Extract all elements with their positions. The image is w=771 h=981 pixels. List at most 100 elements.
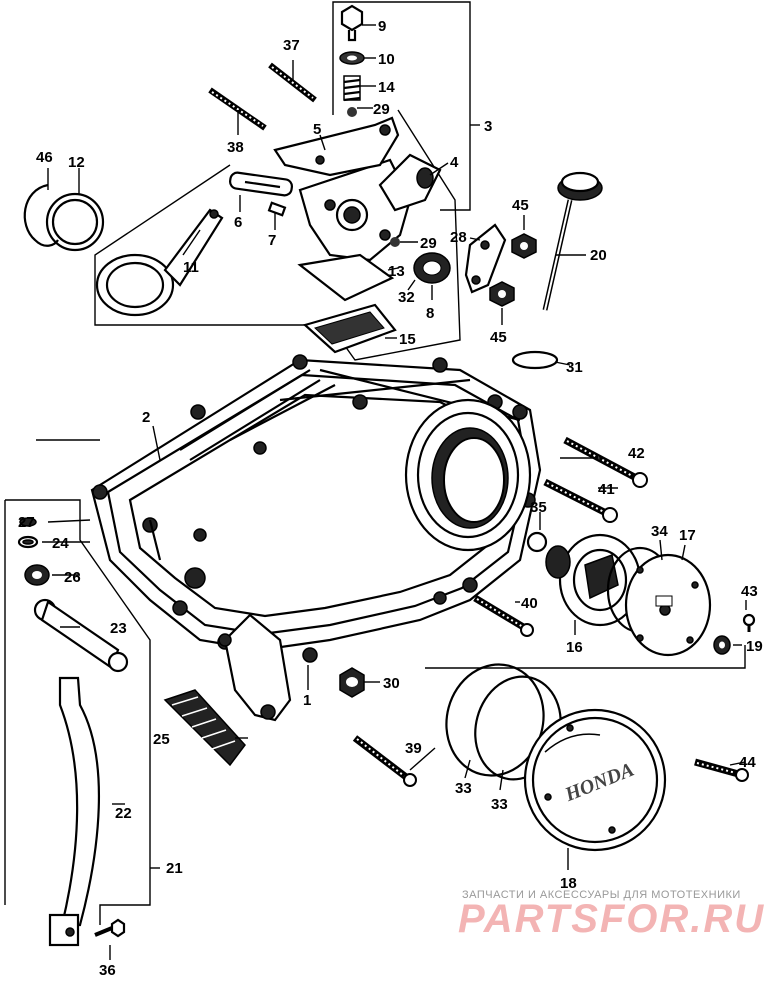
callout-1: 1 [303, 692, 311, 709]
bracket-28 [464, 223, 507, 294]
arm-23 [33, 598, 129, 673]
ring-12 [45, 192, 105, 252]
washer-10 [339, 51, 365, 65]
callout-34: 34 [651, 523, 668, 540]
callout-25: 25 [153, 731, 170, 748]
callout-30: 30 [383, 675, 400, 692]
callout-27: 27 [18, 514, 35, 531]
callout-33a: 33 [455, 780, 472, 797]
callout-13: 13 [388, 263, 405, 280]
group-outline-3 [332, 1, 480, 211]
callout-16: 16 [566, 639, 583, 656]
bolt-39 [352, 735, 417, 787]
callout-43: 43 [741, 583, 758, 600]
crankcase-cover [90, 354, 542, 722]
washer-27 [19, 517, 37, 527]
link-arm-4 [378, 153, 442, 212]
callout-24: 24 [52, 535, 69, 552]
callout-41: 41 [598, 481, 615, 498]
callout-45a: 45 [512, 197, 529, 214]
callout-10: 10 [378, 51, 395, 68]
callout-23: 23 [110, 620, 127, 637]
callout-22: 22 [115, 805, 132, 822]
nut-45b [489, 281, 515, 307]
callout-19: 19 [746, 638, 763, 655]
callout-26: 26 [64, 569, 81, 586]
callout-36: 36 [99, 962, 116, 979]
bolt-40 [473, 594, 534, 637]
watermark-site: PARTSFOR.RU [458, 897, 765, 941]
oring-31 [511, 350, 559, 370]
group-outline-valve-assembly [94, 109, 461, 361]
shift-lever-5 [273, 116, 400, 177]
pin-6 [228, 171, 294, 197]
callout-5: 5 [313, 121, 321, 138]
pin-37 [268, 62, 317, 103]
bolt-44 [694, 758, 749, 782]
callout-21: 21 [166, 860, 183, 877]
bolt-41 [543, 478, 618, 523]
callout-3: 3 [484, 118, 492, 135]
group-outline-21 [4, 499, 160, 925]
filter-15 [302, 303, 397, 354]
callout-38: 38 [227, 139, 244, 156]
callout-11: 11 [183, 259, 199, 276]
callout-33b: 33 [491, 796, 508, 813]
watermark: ЗАПЧАСТИ И АКСЕССУАРЫ ДЛЯ МОТОТЕХНИКИ PA… [458, 889, 765, 941]
bolt-43 [742, 613, 756, 632]
callout-7: 7 [268, 232, 276, 249]
callout-14: 14 [378, 79, 395, 96]
bolt-36 [94, 918, 126, 938]
callout-9: 9 [378, 18, 386, 35]
callout-44: 44 [739, 754, 756, 771]
callout-32: 32 [398, 289, 415, 306]
clamp-11 [95, 208, 224, 317]
callout-20: 20 [590, 247, 607, 264]
nut-45a [511, 233, 537, 259]
callout-6: 6 [234, 214, 242, 231]
bolt-42 [563, 436, 648, 488]
cover-17 [624, 553, 712, 657]
oring-35 [526, 531, 548, 553]
spring-14 [343, 75, 361, 102]
callout-8: 8 [426, 305, 434, 322]
callout-29a: 29 [373, 101, 390, 118]
callout-39: 39 [405, 740, 422, 757]
ball-29b [390, 237, 400, 247]
plate-8 [413, 252, 451, 284]
cover-18: HONDA [523, 708, 667, 852]
callout-labels: 9 10 14 29 3 37 38 5 4 46 12 6 7 11 29 2… [18, 18, 763, 979]
callout-29b: 29 [420, 235, 437, 252]
washer-19 [713, 635, 731, 655]
rubber-25 [163, 689, 246, 767]
callout-31: 31 [566, 359, 583, 376]
callout-4: 4 [450, 154, 459, 171]
callout-46: 46 [36, 149, 53, 166]
callout-15: 15 [399, 331, 416, 348]
leader-lines [36, 24, 747, 960]
ball-29a [347, 107, 357, 117]
callout-42: 42 [628, 445, 645, 462]
bolt-9 [340, 4, 364, 42]
plate-13 [297, 253, 395, 302]
callout-40: 40 [521, 595, 538, 612]
callout-28: 28 [450, 229, 467, 246]
nut-30 [339, 667, 365, 698]
ring-46 [23, 183, 59, 247]
callout-2: 2 [142, 409, 150, 426]
group-outline-33 [425, 645, 746, 669]
pedal-22 [48, 676, 101, 947]
pin-38 [208, 87, 267, 131]
callout-45b: 45 [490, 329, 507, 346]
callout-18: 18 [560, 875, 577, 892]
callout-35: 35 [530, 499, 547, 516]
callout-12: 12 [68, 154, 85, 171]
dipstick-20 [542, 171, 603, 311]
callout-37: 37 [283, 37, 300, 54]
seal-26 [24, 564, 50, 586]
washer-24 [17, 535, 39, 549]
key-7 [267, 201, 287, 217]
watermark-tagline: ЗАПЧАСТИ И АКСЕССУАРЫ ДЛЯ МОТОТЕХНИКИ [462, 889, 741, 901]
